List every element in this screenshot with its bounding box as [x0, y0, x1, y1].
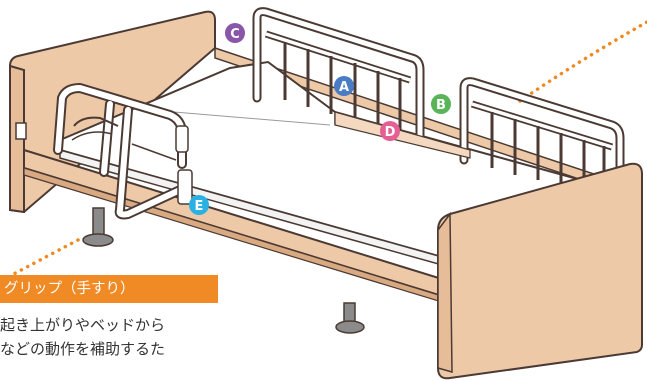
marker-e: E	[189, 195, 209, 215]
svg-text:A: A	[339, 80, 349, 95]
svg-text:E: E	[195, 199, 204, 214]
leader-line-right	[518, 20, 647, 103]
svg-text:B: B	[436, 98, 446, 113]
svg-text:D: D	[385, 125, 396, 140]
callout-line-1: 起き上がりやベッドから	[0, 316, 166, 334]
callout-line-2: などの動作を補助するた	[0, 340, 166, 358]
mattress-stopper	[334, 111, 471, 159]
side-rail-head	[252, 7, 425, 145]
marker-b: B	[431, 94, 451, 114]
callout-description: 起き上がりやベッドから などの動作を補助するた	[0, 313, 236, 361]
bed-leg-front-right	[335, 302, 365, 334]
footboard	[437, 162, 643, 380]
bed-leg-front-left	[82, 207, 114, 247]
leader-line-left	[8, 238, 80, 278]
grip-handrail	[53, 83, 193, 220]
marker-a: A	[334, 76, 354, 96]
svg-text:C: C	[230, 27, 240, 42]
callout-title: グリップ（手すり）	[0, 275, 218, 303]
marker-c: C	[225, 23, 245, 43]
marker-d: D	[380, 121, 400, 141]
side-rail-foot	[459, 77, 625, 188]
